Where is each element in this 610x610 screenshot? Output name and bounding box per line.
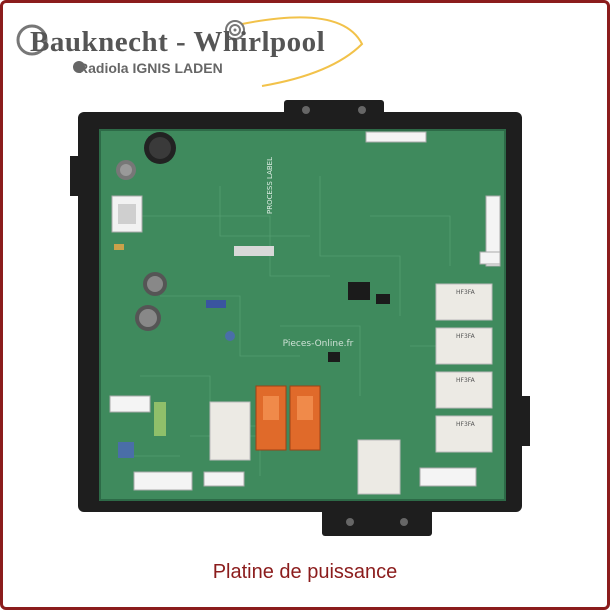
relay-label-2: HF3FA bbox=[456, 333, 476, 340]
process-label-text: PROCESS LABEL bbox=[266, 157, 274, 214]
product-caption: Platine de puissance bbox=[212, 561, 398, 583]
orange-relays bbox=[255, 385, 321, 451]
relay-label-4: HF3FA bbox=[456, 421, 476, 428]
swirl-icon bbox=[225, 20, 245, 40]
relay-label-1: HF3FA bbox=[456, 289, 476, 296]
watermark-text: Pieces-Online.fr bbox=[283, 339, 354, 349]
white-relays: HF3FA HF3FA HF3FA HF3FA bbox=[209, 283, 493, 495]
brand-name: Bauknecht - Whirlpool bbox=[30, 26, 326, 58]
microcontroller-chip bbox=[348, 282, 370, 300]
relay-label-3: HF3FA bbox=[456, 377, 476, 384]
pcb: PROCESS LABEL HF3FA HF3FA HF3FA HF3FA bbox=[99, 129, 506, 501]
capacitors bbox=[116, 132, 235, 341]
varistor bbox=[154, 402, 166, 436]
connectors bbox=[109, 131, 501, 491]
radiola-icon bbox=[73, 61, 85, 73]
brand-logo bbox=[16, 16, 364, 87]
power-board-image: PROCESS LABEL HF3FA HF3FA HF3FA HF3FA bbox=[70, 100, 530, 536]
brand-sub-labels: Radiola IGNIS LADEN bbox=[78, 60, 223, 76]
